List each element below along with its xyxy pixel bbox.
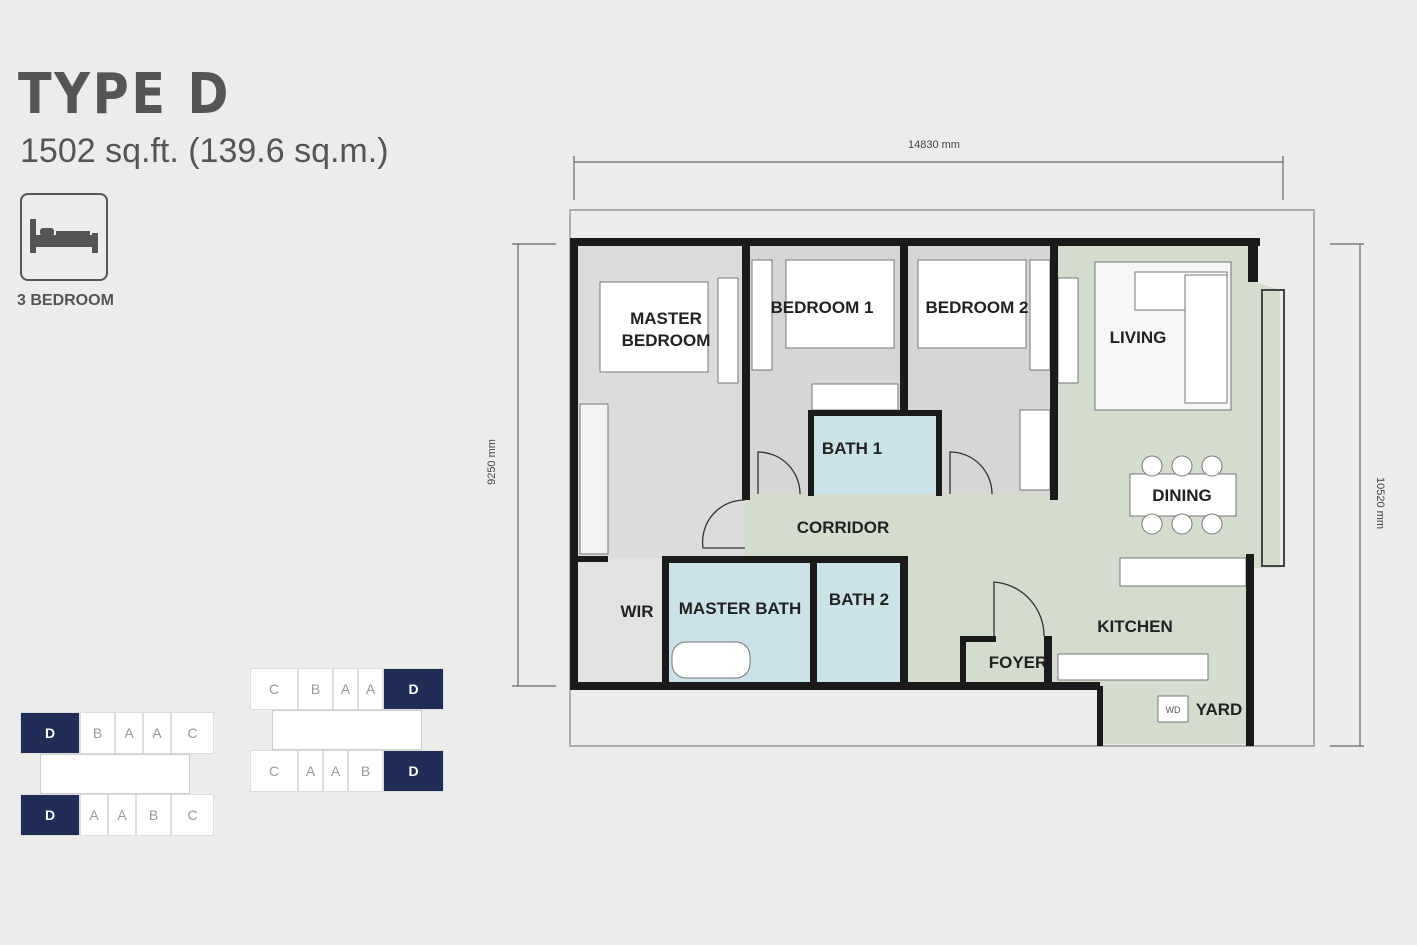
wir-floor (577, 558, 665, 684)
keyplan-unit: C (171, 794, 214, 836)
keyplan-unit: D (383, 668, 444, 710)
keyplan-unit: A (333, 668, 358, 710)
dim-right-label: 10520 mm (1374, 477, 1386, 529)
bath1-label: BATH 1 (822, 439, 882, 458)
keyplan-left-top-row: D B A A C (20, 712, 214, 754)
unit-area: 1502 sq.ft. (139.6 sq.m.) (20, 132, 389, 170)
foyer-label: FOYER (989, 653, 1048, 672)
bath1-floor (813, 414, 938, 494)
keyplan-unit: B (298, 668, 333, 710)
keyplan-unit: D (383, 750, 444, 792)
keyplan-left-core (40, 754, 190, 794)
dimension-right (1330, 243, 1364, 747)
master-bedroom-label-line2: BEDROOM (622, 331, 711, 350)
keyplan-unit: C (250, 668, 298, 710)
keyplan-left: D B A A C D A A B C (20, 712, 214, 836)
keyplan-unit: A (358, 668, 383, 710)
keyplan-right-bottom-row: C A A B D (250, 750, 444, 792)
master-bath-label: MASTER BATH (679, 599, 801, 618)
keyplan-unit: B (348, 750, 383, 792)
keyplan-unit: A (80, 794, 108, 836)
keyplan-right-top-row: C B A A D (250, 668, 444, 710)
unit-type-title: TYPE D (18, 62, 231, 127)
kitchen-label: KITCHEN (1097, 617, 1173, 636)
keyplan-unit: A (298, 750, 323, 792)
keyplan-unit: A (115, 712, 143, 754)
bedroom-count-label: 3 BEDROOM (17, 292, 114, 309)
bath2-label: BATH 2 (829, 590, 889, 609)
dining-label: DINING (1152, 486, 1212, 505)
dimension-top (573, 156, 1284, 200)
keyplan-unit: A (143, 712, 171, 754)
walls (570, 238, 1260, 746)
keyplan-unit: B (136, 794, 171, 836)
dimension-left (512, 243, 556, 687)
wir-label: WIR (620, 602, 653, 621)
bath2-floor (816, 562, 904, 684)
bed-icon (30, 219, 98, 253)
keyplan-unit: A (323, 750, 348, 792)
keyplan-unit: A (108, 794, 136, 836)
keyplan-unit: C (250, 750, 298, 792)
keyplan-unit: D (20, 794, 80, 836)
dim-left-label: 9250 mm (486, 439, 498, 485)
yard-label: YARD (1196, 700, 1243, 719)
keyplan-unit: C (171, 712, 214, 754)
wd-label: WD (1166, 705, 1181, 715)
living-label: LIVING (1110, 328, 1167, 347)
master-bedroom-label-line1: MASTER (630, 309, 702, 328)
keyplan-left-bottom-row: D A A B C (20, 794, 214, 836)
keyplan-unit: B (80, 712, 115, 754)
corridor-label: CORRIDOR (797, 518, 890, 537)
bedroom1-label: BEDROOM 1 (771, 298, 874, 317)
bedroom2-label: BEDROOM 2 (926, 298, 1029, 317)
keyplan-right-core (272, 710, 422, 750)
keyplan-unit: D (20, 712, 80, 754)
bedroom-icon-box (20, 193, 108, 281)
keyplan-right: C B A A D C A A B D (250, 668, 444, 792)
dim-top-label: 14830 mm (908, 139, 960, 151)
